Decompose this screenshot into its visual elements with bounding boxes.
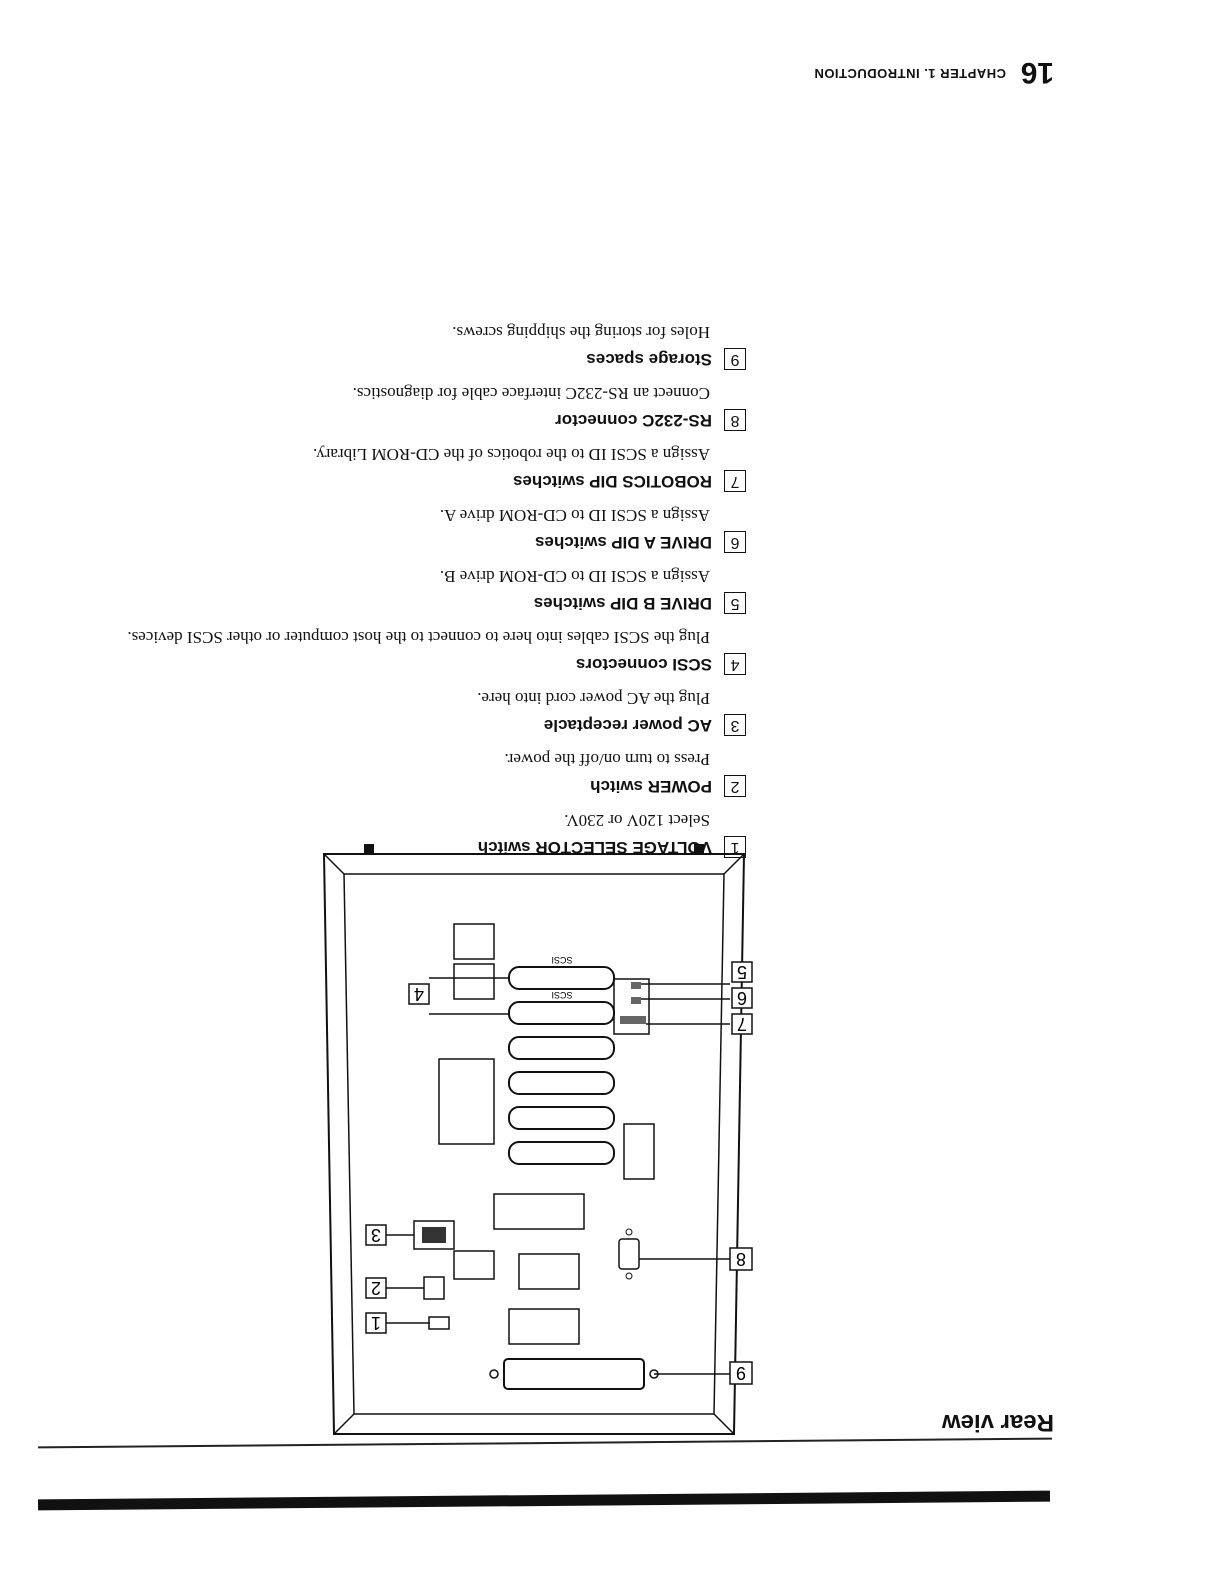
item-number: 4 <box>724 653 746 675</box>
item-number: 8 <box>724 409 746 431</box>
item-title: SCSI connectors <box>575 655 712 674</box>
item-title: Storage spaces <box>586 350 712 369</box>
chapter-title: CHAPTER 1. INTRODUCTION <box>813 66 1006 81</box>
drive-b-dip <box>631 982 641 989</box>
item-number: 2 <box>724 775 746 797</box>
callout-3: 3 <box>371 1225 381 1245</box>
callout-6: 6 <box>737 988 747 1008</box>
scsi-label: SCSI <box>551 955 572 965</box>
storage-space <box>503 1358 645 1390</box>
callout-2: 2 <box>371 1278 381 1298</box>
item-description: Assign a SCSI ID to the robotics of the … <box>313 445 710 464</box>
item-number: 9 <box>724 348 746 370</box>
list-item: 3 AC power receptacle Plug the AC power c… <box>6 688 746 737</box>
callout-7: 7 <box>737 1014 747 1034</box>
item-title: RS-232C connector <box>555 411 712 430</box>
item-title: POWER switch <box>590 777 712 796</box>
list-item: 2 POWER switch Press to turn on/off the p… <box>6 749 746 798</box>
item-number: 3 <box>724 714 746 736</box>
item-title: DRIVE A DIP switches <box>535 533 712 552</box>
item-number: 7 <box>724 470 746 492</box>
list-item: 8 RS-232C connector Connect an RS-232C in… <box>6 383 746 432</box>
scsi-connector <box>508 1001 615 1025</box>
item-title: VOLTAGE SELECTOR switch <box>477 838 712 857</box>
page-header: 16 CHAPTER 1. INTRODUCTION <box>54 56 1054 89</box>
item-description: Press to turn on/off the power. <box>504 750 710 769</box>
item-title: DRIVE B DIP switches <box>533 594 712 613</box>
item-description: Assign a SCSI ID to CD-ROM drive A. <box>439 506 710 525</box>
item-description: Assign a SCSI ID to CD-ROM drive B. <box>439 567 710 586</box>
voltage-selector <box>428 1316 450 1330</box>
rs232c-connector <box>618 1238 640 1270</box>
callout-5: 5 <box>737 962 747 982</box>
item-description: Plug the AC power cord into here. <box>477 689 710 708</box>
item-number: 6 <box>724 531 746 553</box>
chassis-outline <box>322 853 746 1435</box>
chassis-inner <box>343 873 725 1415</box>
item-description: Holes for storing the shipping screws. <box>452 323 710 342</box>
item-number: 5 <box>724 592 746 614</box>
item-description: Connect an RS-232C interface cable for d… <box>352 384 710 403</box>
list-item: 6 DRIVE A DIP switches Assign a SCSI ID t… <box>6 505 746 554</box>
item-number: 1 <box>724 836 746 858</box>
page-number: 16 <box>1020 56 1054 89</box>
rear-panel-diagram: SCSI SCSI 9 8 1 <box>322 844 753 1435</box>
item-description: Select 120V or 230V. <box>564 811 710 830</box>
scsi-label: SCSI <box>551 990 572 1000</box>
thick-rule <box>37 1490 1051 1511</box>
item-title: ROBOTICS DIP switches <box>512 472 712 491</box>
list-item: 7 ROBOTICS DIP switches Assign a SCSI ID … <box>6 444 746 493</box>
callout-1: 1 <box>371 1313 381 1333</box>
item-description: Plug the SCSI cables into here to connec… <box>127 628 710 647</box>
callout-8: 8 <box>736 1249 746 1269</box>
callout-4: 4 <box>414 984 424 1004</box>
list-item: 1 VOLTAGE SELECTOR switch Select 120V or … <box>6 810 746 859</box>
robotics-dip <box>620 1016 646 1024</box>
drive-a-dip <box>631 997 641 1004</box>
list-item: 5 DRIVE B DIP switches Assign a SCSI ID t… <box>6 566 746 615</box>
callout-9: 9 <box>736 1363 746 1383</box>
section-title: Rear view <box>941 1409 1054 1436</box>
component-list: 1 VOLTAGE SELECTOR switch Select 120V or … <box>6 310 746 859</box>
scsi-connector <box>508 966 615 990</box>
list-item: 9 Storage spaces Holes for storing the sh… <box>6 322 746 371</box>
list-item: 4 SCSI connectors Plug the SCSI cables in… <box>6 627 746 676</box>
item-title: AC power receptacle <box>543 716 712 735</box>
power-switch <box>423 1276 445 1300</box>
